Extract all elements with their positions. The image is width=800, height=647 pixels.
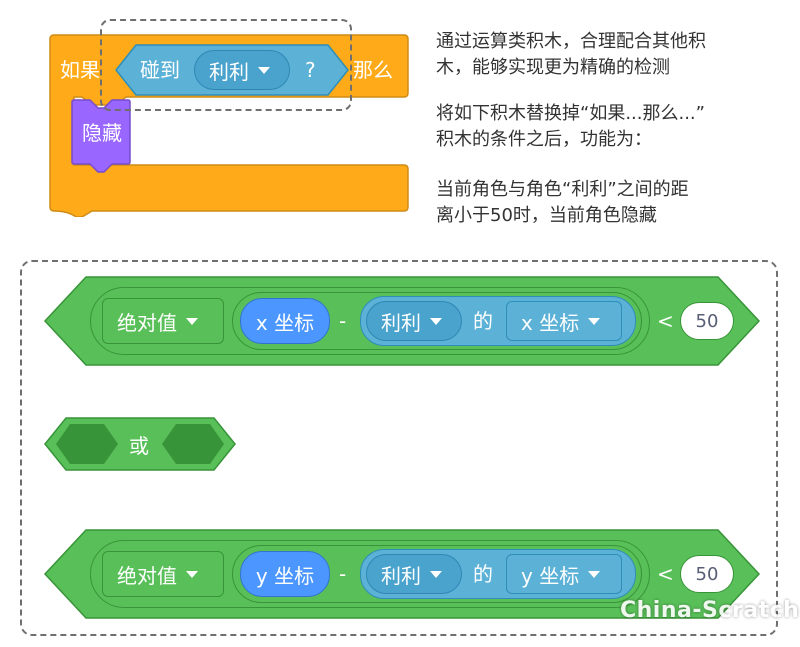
minus-x-label: -: [339, 309, 347, 333]
value-x-input[interactable]: 50: [680, 302, 734, 340]
abs-x-dropdown[interactable]: 绝对值: [102, 298, 224, 344]
desc-para2-line1: 将如下积木替换掉“如果...那么...”: [436, 103, 705, 124]
highlight-dashed-box: [100, 19, 352, 111]
desc-para3-line1: 当前角色与角色“利利”之间的距: [436, 179, 689, 200]
or-right-slot: [162, 424, 224, 464]
then-label: 那么: [353, 58, 393, 82]
less-than-x-label: <: [657, 309, 674, 333]
attribute-y-value: y 坐标: [521, 563, 580, 588]
value-y-input[interactable]: 50: [680, 555, 734, 593]
touching-target-value: 利利: [209, 59, 249, 84]
desc-para3-line2: 离小于50时，当前角色隐藏: [436, 205, 657, 226]
abs-y-value: 绝对值: [117, 563, 177, 588]
touching-label: 碰到: [140, 58, 180, 82]
touching-target-dropdown[interactable]: 利利: [194, 50, 290, 90]
watermark: China-Scratch: [620, 598, 800, 623]
desc-para1-line1: 通过运算类积木，合理配合其他积: [436, 31, 706, 52]
if-label: 如果: [60, 58, 100, 82]
or-block-shape[interactable]: [42, 416, 238, 472]
desc-para1-line2: 木，能够实现更为精确的检测: [436, 57, 670, 78]
x-position-reporter[interactable]: x 坐标: [240, 298, 330, 344]
chevron-down-icon: [430, 317, 442, 325]
chevron-down-icon: [588, 570, 601, 578]
hide-block-shape[interactable]: [70, 98, 132, 174]
y-position-reporter[interactable]: y 坐标: [240, 551, 330, 597]
of-y-label: 的: [473, 562, 493, 586]
chevron-down-icon: [186, 317, 198, 325]
abs-x-value: 绝对值: [117, 310, 177, 335]
sprite-x-dropdown[interactable]: 利利: [366, 301, 462, 341]
attribute-x-dropdown[interactable]: x 坐标: [506, 301, 622, 341]
sprite-x-value: 利利: [381, 310, 421, 335]
desc-para2-line2: 积木的条件之后，功能为：: [436, 129, 652, 150]
chevron-down-icon: [588, 317, 601, 325]
hide-label: 隐藏: [82, 121, 122, 145]
touching-question: ?: [305, 58, 316, 82]
less-than-y-label: <: [657, 562, 674, 586]
attribute-y-dropdown[interactable]: y 坐标: [506, 554, 622, 594]
chevron-down-icon: [430, 570, 442, 578]
attribute-x-value: x 坐标: [521, 310, 580, 335]
chevron-down-icon: [258, 66, 270, 74]
or-label: 或: [129, 434, 149, 458]
or-left-slot: [56, 424, 118, 464]
chevron-down-icon: [186, 570, 198, 578]
abs-y-dropdown[interactable]: 绝对值: [102, 551, 224, 597]
example-dashed-frame: [20, 260, 778, 636]
minus-y-label: -: [339, 562, 347, 586]
sprite-y-value: 利利: [381, 563, 421, 588]
of-x-label: 的: [473, 309, 493, 333]
sprite-y-dropdown[interactable]: 利利: [366, 554, 462, 594]
